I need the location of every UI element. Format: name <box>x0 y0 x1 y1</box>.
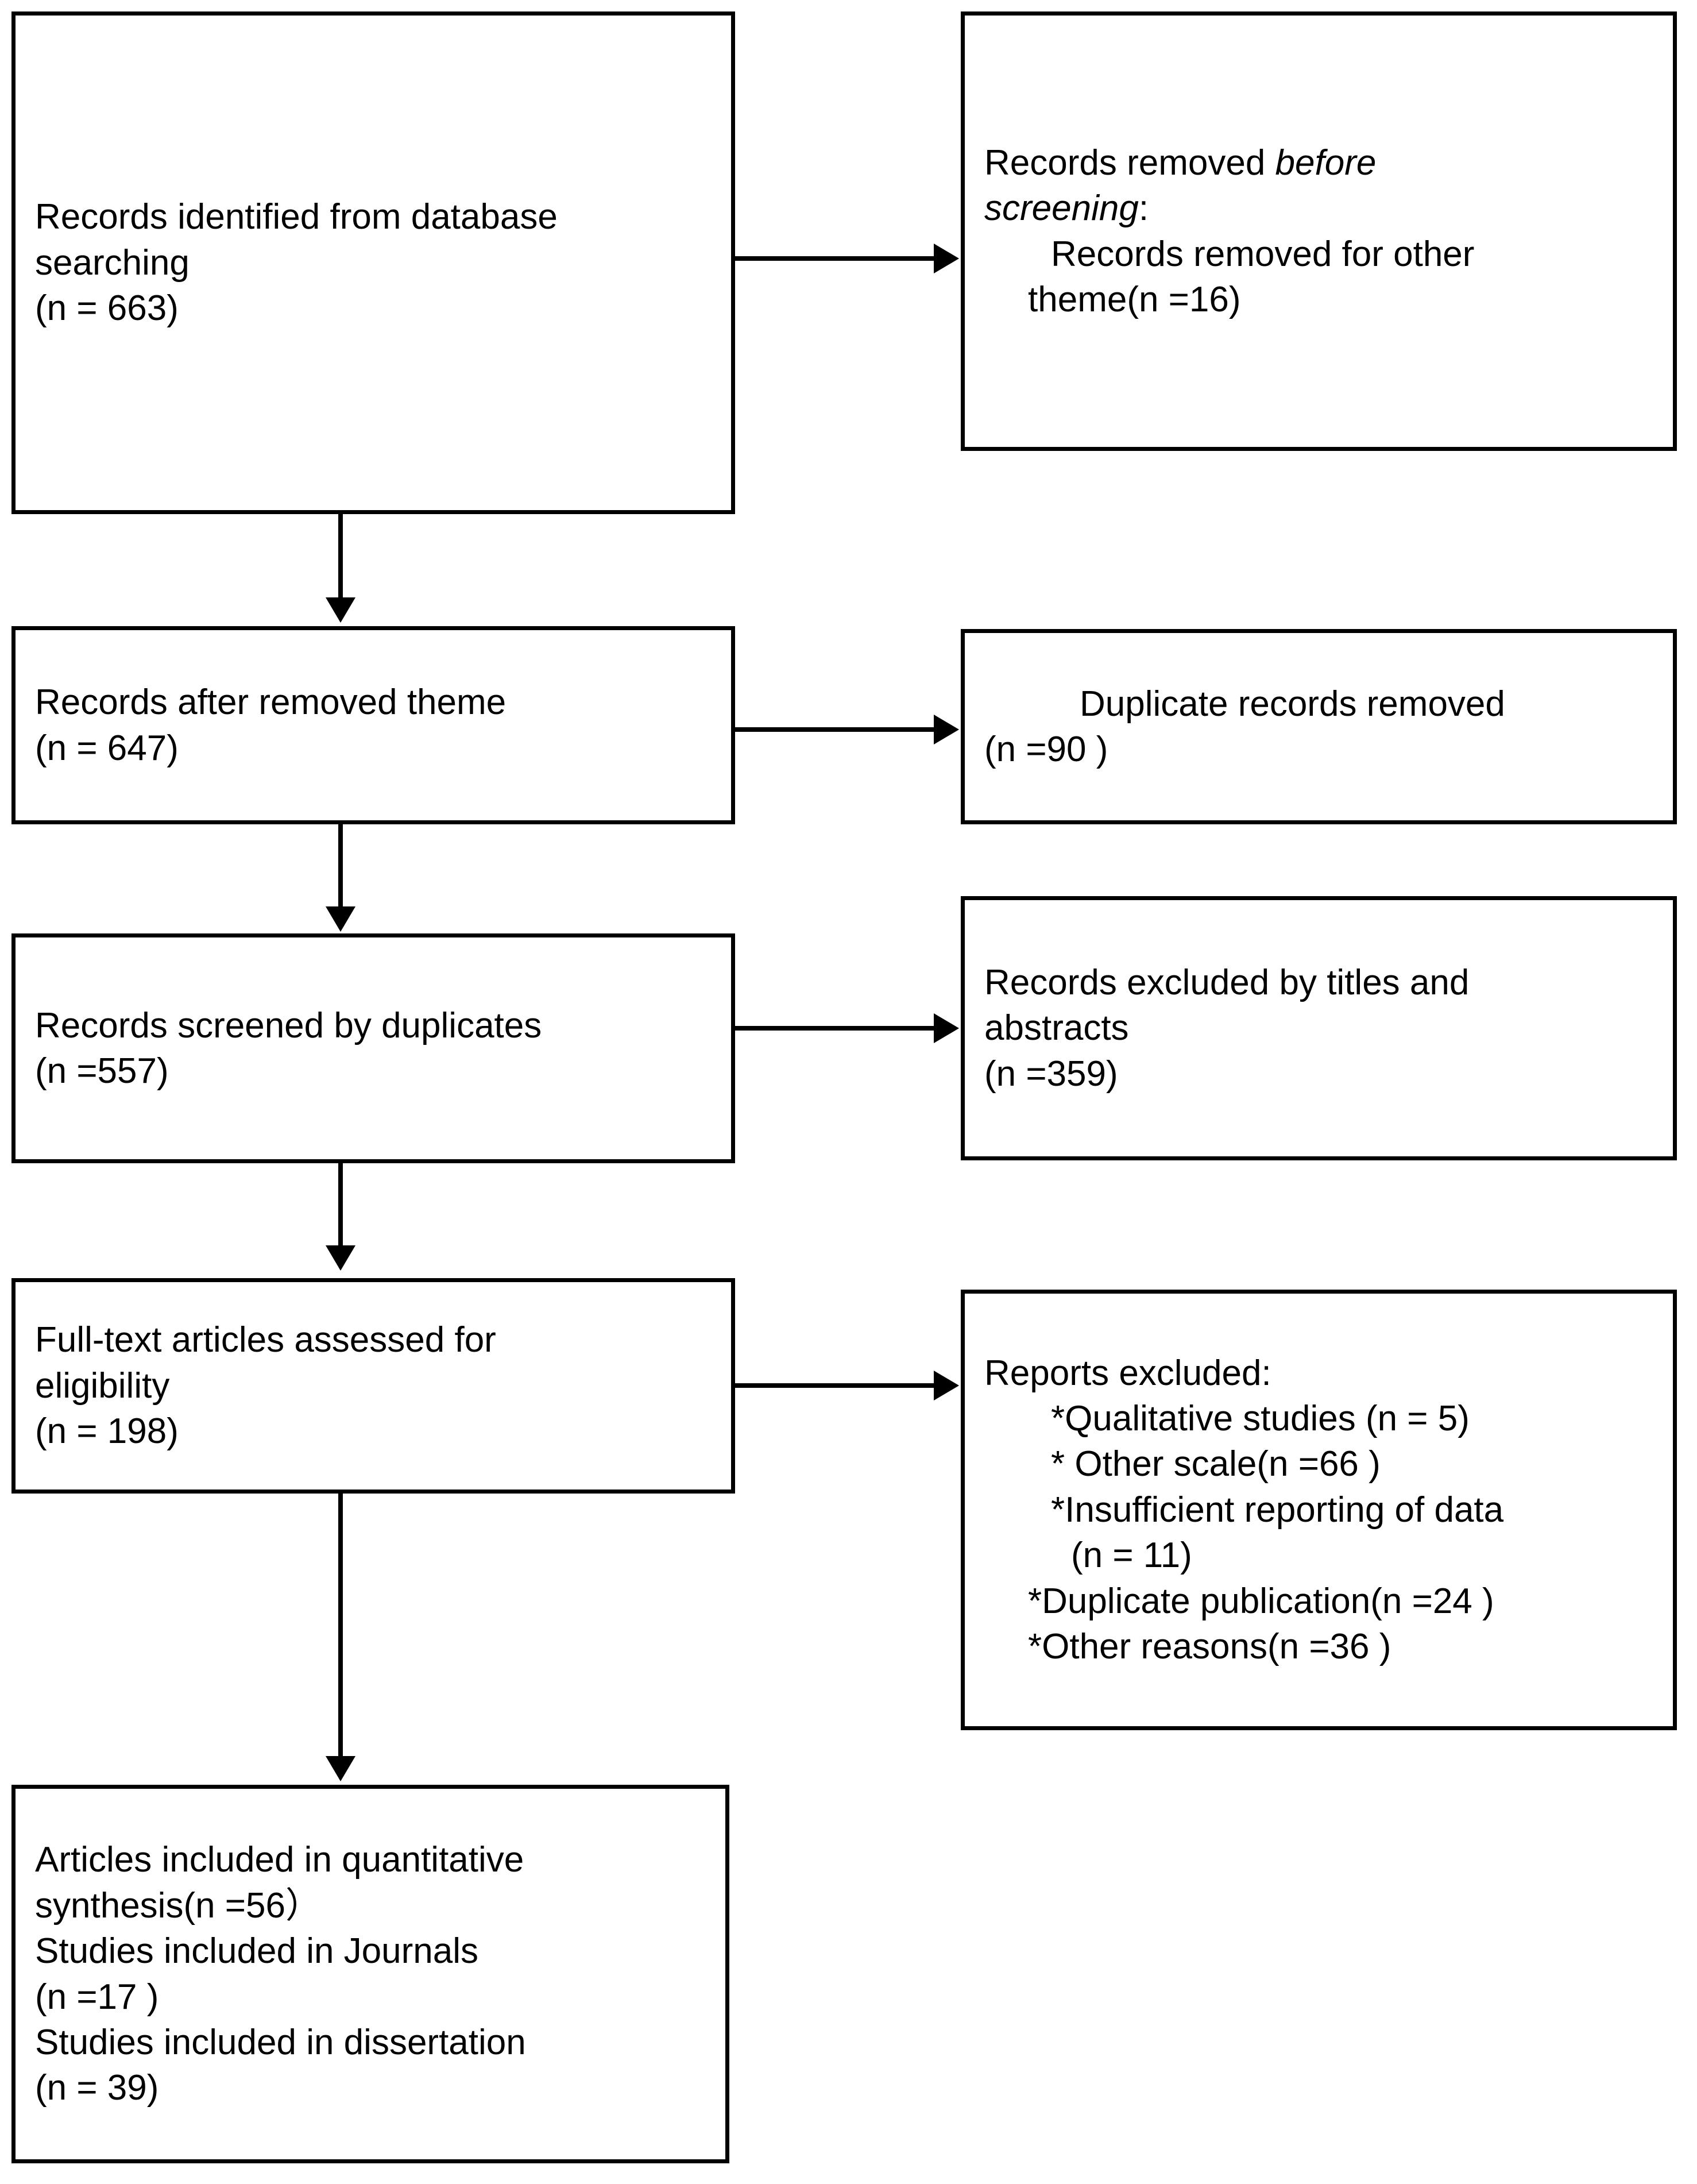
connector-line <box>338 514 343 599</box>
arrowhead-down-icon <box>326 906 355 932</box>
arrowhead-right-icon <box>934 715 959 744</box>
box-line: (n =17 ) <box>35 1977 159 2017</box>
box-line-reason: (n = 11) <box>1071 1535 1192 1576</box>
box-line-reason: * Other scale(n =66 ) <box>1051 1444 1381 1484</box>
box-line: Duplicate records removed <box>1080 684 1505 724</box>
box-records-excluded-titles-abstracts: Records excluded by titles and abstracts… <box>961 896 1677 1160</box>
label-records-removed: Records removed <box>984 142 1275 183</box>
box-line: Records excluded by titles and <box>984 962 1470 1002</box>
box-records-after-removed-theme: Records after removed theme (n = 647) <box>11 626 735 824</box>
box-records-screened-by-duplicates: Records screened by duplicates (n =557) <box>11 933 735 1163</box>
arrowhead-down-icon <box>326 1756 355 1781</box>
arrowhead-down-icon <box>326 597 355 623</box>
arrowhead-right-icon <box>934 1371 959 1400</box>
box-line-reason: *Duplicate publication(n =24 ) <box>1028 1581 1494 1621</box>
box-records-removed-before-screening: Records removed before screening: Record… <box>961 11 1677 451</box>
box-line: abstracts <box>984 1008 1129 1048</box>
box-line-reason: *Insufficient reporting of data <box>1051 1490 1504 1530</box>
box-line: searching <box>35 242 190 283</box>
box-line: theme(n =16) <box>1028 279 1241 319</box>
label-before: before <box>1275 142 1377 183</box>
box-line: eligibility <box>35 1365 170 1406</box>
box-line: synthesis(n =56） <box>35 1885 321 1926</box>
box-line: (n = 39) <box>35 2068 159 2108</box>
label-colon: : <box>1138 188 1149 229</box>
arrowhead-right-icon <box>934 1013 959 1043</box>
connector-line <box>338 1494 343 1758</box>
label-screening: screening <box>984 188 1139 229</box>
connector-line <box>735 256 936 261</box>
connector-line <box>735 1026 936 1031</box>
box-records-identified: Records identified from database searchi… <box>11 11 735 514</box>
box-articles-included: Articles included in quantitative synthe… <box>11 1785 729 2163</box>
box-line-removed-before-screening: Records removed before <box>965 140 1673 186</box>
box-line: Records screened by duplicates <box>35 1005 542 1045</box>
box-line: Records after removed theme <box>35 682 507 723</box>
box-line: (n =359) <box>984 1054 1118 1094</box>
box-line-screening: screening: <box>965 186 1673 231</box>
box-line: Articles included in quantitative <box>35 1840 524 1880</box>
arrowhead-right-icon <box>934 244 959 273</box>
box-line: Studies included in Journals <box>35 1931 479 1971</box>
box-line: Records removed for other <box>1051 234 1475 274</box>
box-line: (n = 663) <box>35 288 179 329</box>
box-line: (n = 198) <box>35 1411 179 1452</box>
box-line: Studies included in dissertation <box>35 2022 526 2062</box>
box-line-reports-excluded-header: Reports excluded: <box>984 1353 1271 1393</box>
connector-line <box>338 1163 343 1247</box>
connector-line <box>338 824 343 908</box>
box-line-reason: *Other reasons(n =36 ) <box>1028 1626 1391 1666</box>
connector-line <box>735 727 936 732</box>
box-line: Records identified from database <box>35 197 558 237</box>
box-line: Full-text articles assessed for <box>35 1320 496 1360</box>
connector-line <box>735 1383 936 1388</box>
box-reports-excluded: Reports excluded: *Qualitative studies (… <box>961 1290 1677 1730</box>
box-line-reason: *Qualitative studies (n = 5) <box>1051 1399 1470 1439</box>
box-line: (n =90 ) <box>984 730 1108 769</box>
box-line: (n =557) <box>35 1051 169 1091</box>
box-line: (n = 647) <box>35 728 179 768</box>
arrowhead-down-icon <box>326 1245 355 1271</box>
box-fulltext-articles-assessed: Full-text articles assessed for eligibil… <box>11 1278 735 1494</box>
box-duplicate-records-removed: Duplicate records removed (n =90 ) <box>961 629 1677 824</box>
